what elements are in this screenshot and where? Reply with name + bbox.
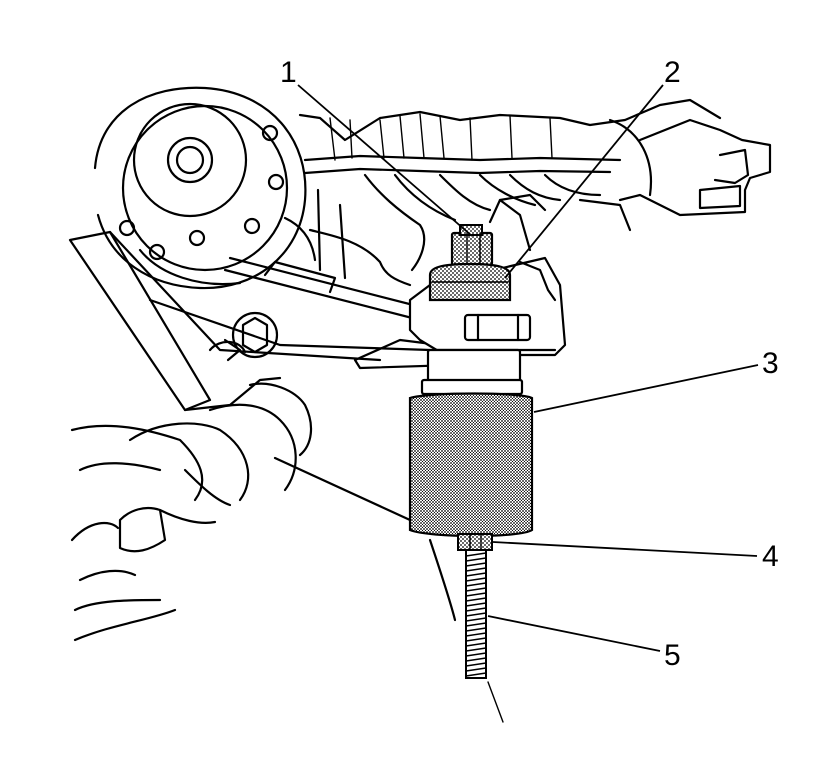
- engine-line-art: [68, 86, 772, 642]
- engine-block: [283, 98, 772, 287]
- callout-2: 2: [664, 56, 681, 89]
- leader-4: [492, 541, 758, 557]
- tool-adapter-nut: [450, 224, 494, 267]
- callout-labels: 1 2 3 4 5: [280, 56, 779, 672]
- leader-3: [533, 364, 759, 413]
- crossmember: [68, 230, 472, 412]
- tool-collar: [428, 262, 512, 302]
- callout-3: 3: [762, 347, 779, 380]
- link-rod: [223, 256, 433, 326]
- crankshaft-pulley: [93, 86, 307, 290]
- tool-forcing-screw: [465, 549, 504, 723]
- callout-1: 1: [280, 56, 297, 89]
- leader-1: [297, 84, 473, 237]
- lower-curve-line: [428, 538, 457, 622]
- callout-leaders: [297, 84, 759, 652]
- callout-4: 4: [762, 540, 779, 573]
- tire-tread: [70, 382, 313, 642]
- callout-5: 5: [664, 639, 681, 672]
- tool-nut: [457, 533, 493, 551]
- tool-puller-body: [408, 348, 534, 538]
- lower-guide-line: [273, 456, 412, 522]
- leader-5: [487, 615, 661, 652]
- leader-2: [504, 84, 664, 279]
